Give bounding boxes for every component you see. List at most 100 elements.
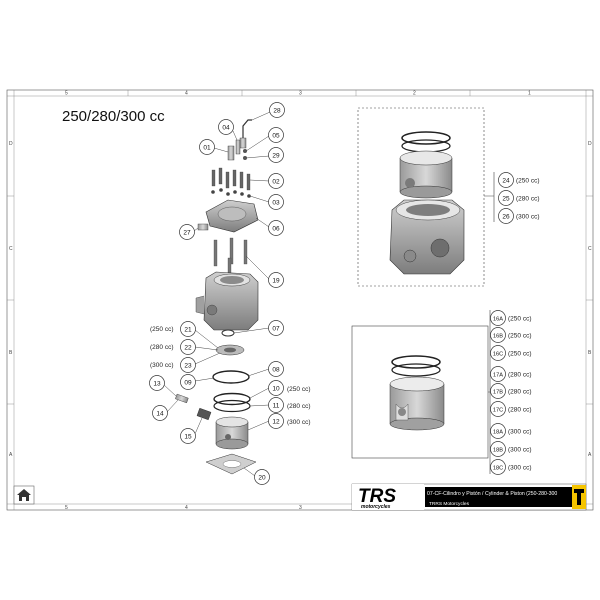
grid-row-label: B (588, 350, 592, 356)
callout-06: 06 (268, 220, 284, 236)
lower-kit-illustration (389, 355, 445, 431)
kit-item-17c: 17C (280 cc) (490, 401, 531, 417)
callout-number: 20 (258, 474, 266, 481)
callout-04: 04 (218, 119, 234, 135)
callout-14: 14 (152, 405, 168, 421)
upper-kit-illustration (389, 131, 465, 275)
callout-15: 15 (180, 428, 196, 444)
callout-number: 03 (272, 199, 280, 206)
callout-03: 03 (268, 194, 284, 210)
callout-11: 11 (268, 397, 284, 413)
callout-19: 19 (268, 272, 284, 288)
kit-item-17a: 17A(280 cc) (490, 366, 531, 382)
callout-09: 09 (180, 374, 196, 390)
callout-number: 08 (272, 366, 280, 373)
kit-part-number: 18A (493, 429, 503, 435)
kit-item-26: 26 (300 cc) (498, 208, 539, 224)
cc-size-label: (300 cc) (287, 419, 310, 426)
brand-logo: TRS (358, 486, 396, 507)
kit-part-number: 16A (493, 316, 503, 322)
callout-number: 02 (272, 178, 280, 185)
kit-size-label: (250 cc) (508, 315, 531, 322)
grid-column-label: 4 (185, 91, 188, 97)
callout-05: 05 (268, 127, 284, 143)
kit-part-number: 17C (493, 407, 503, 413)
sheet-heading: 07-CF-Cilindro y Pistón / Cylinder & Pis… (427, 491, 557, 497)
cc-size-label: (250 cc) (287, 386, 310, 393)
cc-size-label: (280 cc) (150, 344, 173, 351)
callout-20: 20 (254, 469, 270, 485)
callout-number: 13 (153, 380, 161, 387)
kit-item-16b: 16B (250 cc) (490, 327, 531, 343)
callout-number: 14 (156, 410, 164, 417)
kit-part-number: 25 (502, 195, 510, 202)
grid-column-label: 3 (299, 91, 302, 97)
grid-column-label: 3 (299, 505, 302, 511)
home-button[interactable] (13, 485, 35, 505)
callout-number: 19 (272, 277, 280, 284)
brand-logo-sub: motorcycles (361, 504, 391, 510)
callout-29: 29 (268, 147, 284, 163)
callout-27: 27 (179, 224, 195, 240)
cc-size-label: (280 cc) (287, 403, 310, 410)
callout-07: 07 (268, 320, 284, 336)
trrs-t-logo-icon (572, 485, 586, 509)
kit-size-label: (280 cc) (508, 406, 531, 413)
grid-column-label: 5 (65, 505, 68, 511)
company-name: TRRS Motorcycles (429, 501, 470, 507)
callout-number: 07 (272, 325, 280, 332)
kit-item-18a: 18A (300 cc) (490, 423, 531, 439)
kit-part-number: 18C (493, 465, 503, 471)
grid-row-label: D (588, 141, 592, 147)
kit-size-label: (300 cc) (508, 464, 531, 471)
callout-number: 01 (203, 144, 211, 151)
kit-part-number: 24 (502, 177, 510, 184)
page-title: 250/280/300 cc (62, 108, 165, 125)
title-block: TRS motorcycles 07-CF-Cilindro y Pistón … (351, 483, 587, 511)
leader-lines (163, 111, 271, 477)
callout-number: 22 (184, 344, 192, 351)
kit-size-label: (250 cc) (508, 332, 531, 339)
callout-23: 23 (180, 357, 196, 373)
grid-row-label: C (588, 246, 592, 252)
kit-item-17b: 17B(280 cc) (490, 383, 531, 399)
callout-number: 21 (184, 326, 192, 333)
kit-item-18c: 18C (300 cc) (490, 459, 531, 475)
callout-number: 09 (184, 379, 192, 386)
cc-size-label: (300 cc) (150, 362, 173, 369)
kit-part-number: 16C (493, 351, 503, 357)
callout-21: 21 (180, 321, 196, 337)
callout-number: 15 (184, 433, 192, 440)
kit-size-label: (280 cc) (508, 388, 531, 395)
kit-size-label: (280 cc) (516, 195, 539, 202)
kit-part-number: 26 (502, 213, 510, 220)
home-icon (17, 489, 31, 501)
callout-number: 05 (272, 132, 280, 139)
kit-item-25: 25 (280 cc) (498, 190, 539, 206)
callout-number: 10 (272, 385, 280, 392)
callout-01: 01 (199, 139, 215, 155)
callout-08: 08 (268, 361, 284, 377)
grid-column-label: 4 (185, 505, 188, 511)
grid-column-label: 5 (65, 91, 68, 97)
kit-size-label: (300 cc) (508, 428, 531, 435)
callout-number: 12 (272, 418, 280, 425)
callout-28: 28 (269, 102, 285, 118)
grid-column-label: 1 (528, 91, 531, 97)
grid-row-label: D (9, 141, 13, 147)
callout-13: 13 (149, 375, 165, 391)
kit-item-16a: 16A (250 cc) (490, 310, 531, 326)
title-bar (425, 487, 572, 498)
kit-size-label: (300 cc) (508, 446, 531, 453)
callout-number: 23 (184, 362, 192, 369)
callout-number: 06 (272, 225, 280, 232)
callout-22: 22 (180, 339, 196, 355)
grid-column-label: 2 (413, 91, 416, 97)
cc-size-label: (250 cc) (150, 326, 173, 333)
cylinder-head-assembly (175, 119, 259, 475)
kit-size-label: (300 cc) (516, 213, 539, 220)
kit-item-18b: 18B(300 cc) (490, 441, 531, 457)
kit-part-number: 16B (493, 333, 503, 339)
callout-number: 28 (273, 107, 281, 114)
